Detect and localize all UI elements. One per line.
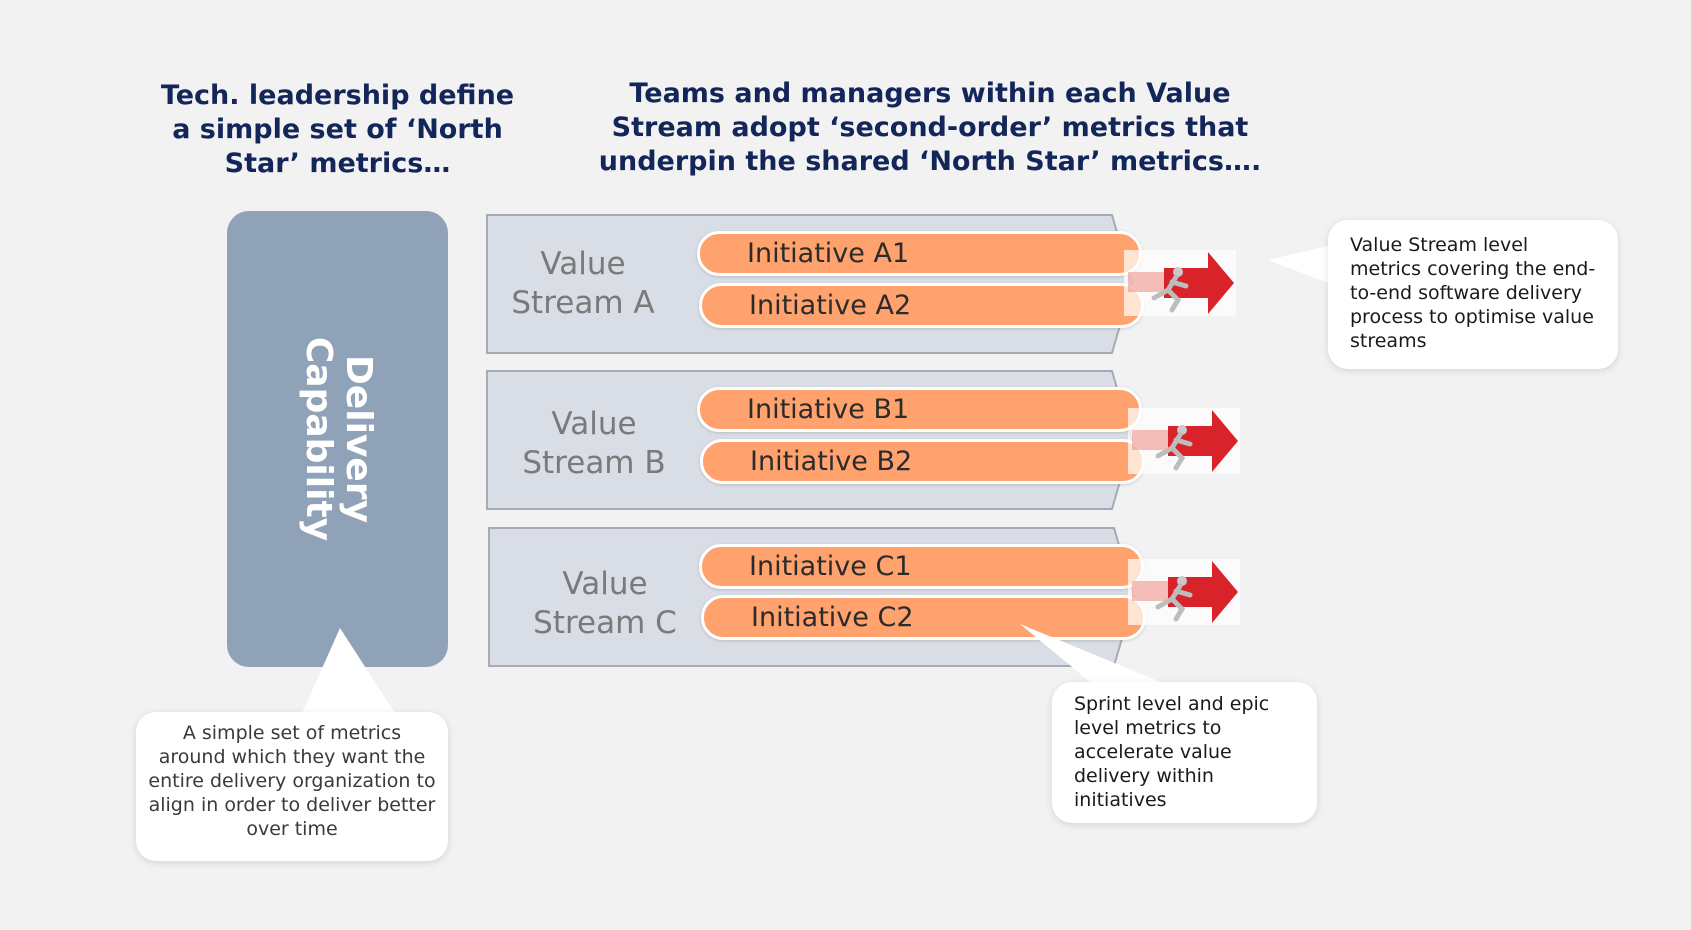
delivery-capability-block: Delivery Capability — [227, 211, 448, 667]
value-stream-c-name-line2: Stream C — [533, 605, 677, 641]
runner-arrow-icon — [1128, 559, 1240, 625]
value-stream-b-name-line1: Value — [551, 406, 637, 442]
value-stream-c-name: Value Stream C — [515, 565, 695, 643]
value-stream-b-name-line2: Stream B — [522, 445, 666, 481]
value-stream-b-name: Value Stream B — [504, 405, 684, 483]
north-star-callout: A simple set of metrics around which the… — [136, 712, 448, 861]
sprint-callout-tail — [1020, 624, 1180, 690]
value-stream-a-name: Value Stream A — [493, 245, 673, 323]
initiative-c2[interactable]: Initiative C2 — [701, 595, 1146, 640]
north-star-heading: Tech. leadership define a simple set of … — [160, 80, 515, 179]
initiative-b2[interactable]: Initiative B2 — [700, 439, 1145, 484]
sprint-level-callout: Sprint level and epic level metrics to a… — [1052, 682, 1317, 823]
initiative-b1[interactable]: Initiative B1 — [697, 387, 1142, 432]
initiative-a2[interactable]: Initiative A2 — [699, 283, 1144, 328]
initiative-a1[interactable]: Initiative A1 — [697, 231, 1142, 276]
initiative-c1[interactable]: Initiative C1 — [699, 544, 1144, 589]
runner-arrow-icon — [1124, 250, 1236, 316]
value-stream-callout-tail — [1268, 244, 1336, 286]
value-stream-level-callout: Value Stream level metrics covering the … — [1328, 220, 1618, 369]
north-star-callout-tail — [300, 628, 398, 718]
value-stream-a-name-line1: Value — [540, 246, 626, 282]
value-stream-a-name-line2: Stream A — [511, 285, 655, 321]
value-stream-c-name-line1: Value — [562, 566, 648, 602]
second-order-heading: Teams and managers within each Value Str… — [598, 78, 1262, 177]
runner-arrow-icon — [1128, 408, 1240, 474]
